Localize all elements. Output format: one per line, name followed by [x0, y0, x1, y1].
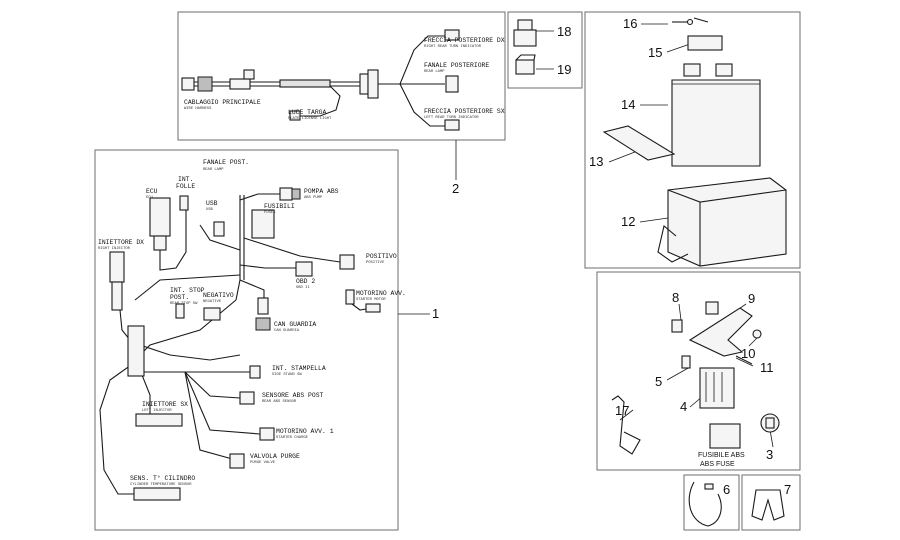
label-fusibile-abs: FUSIBILE ABS: [698, 452, 745, 459]
label-can-guardia-sub: CAN GUARDIA: [274, 329, 300, 333]
callout-17: 17: [615, 403, 629, 418]
label-iniettore-sx: INIETTORE SX: [142, 401, 188, 408]
label-int-folle-2: FOLLE: [176, 183, 195, 190]
label-valvola-sub: PURGE VALVE: [250, 461, 276, 465]
label-iniettore-dx-sub: RIGHT INJECTOR: [98, 247, 131, 251]
label-abs-fuse: ABS FUSE: [700, 461, 735, 468]
label-int-folle: INT.: [178, 176, 193, 183]
label-int-stampella-sub: SIDE STAND SW: [272, 373, 302, 377]
callout-7: 7: [784, 482, 791, 497]
label-motorino-sub: STARTER MOTOR: [356, 298, 386, 302]
callout-15: 15: [648, 45, 662, 60]
callout-19: 19: [557, 62, 571, 77]
label-motorino: MOTORINO AVV.: [356, 290, 406, 297]
label-pompa-abs-sub: ABS PUMP: [304, 196, 323, 200]
relay-drawing: [513, 19, 537, 75]
callout-5: 5: [655, 374, 662, 389]
label-positivo-sub: POSITIVE: [366, 261, 385, 265]
label-sens-cilindro-sub: CYLINDER TEMPERATURE SENSOR: [130, 483, 192, 487]
label-valvola: VALVOLA PURGE: [250, 453, 300, 460]
callout-18: 18: [557, 24, 571, 39]
label-int-stop-sub: REAR STOP SW: [170, 302, 198, 306]
cable-tie-panel: [683, 474, 740, 531]
main-harness-panel: [94, 149, 399, 531]
callout-16: 16: [623, 16, 637, 31]
label-positivo: POSITIVO: [366, 253, 397, 260]
callout-4: 4: [680, 399, 687, 414]
main-harness-drawing: [99, 187, 381, 501]
clip-panel: [741, 474, 801, 531]
label-sensore-abs: SENSORE ABS POST: [262, 392, 324, 399]
label-iniettore-sx-sub: LEFT INJECTOR: [142, 409, 172, 413]
callout-10: 10: [741, 346, 755, 361]
callout-12: 12: [621, 214, 635, 229]
label-ecu-sub: ECU: [146, 196, 154, 200]
label-luce-targa: LUCE TARGA: [288, 109, 327, 116]
label-fusibili: FUSIBILI: [264, 203, 295, 210]
label-int-stop-2: POST.: [170, 294, 189, 301]
callout-14: 14: [621, 97, 635, 112]
fuse-box-drawing: [611, 301, 780, 455]
rear-harness-drawing: [181, 29, 460, 131]
label-fusibili-sub: FUSES: [264, 211, 276, 215]
battery-drawing: [602, 17, 787, 267]
label-pompa-abs: POMPA ABS: [304, 188, 339, 195]
label-fanale-post: FANALE POST.: [203, 159, 249, 166]
label-freccia-dx: FRECCIA POSTERIORE DX: [424, 37, 505, 44]
callout-9: 9: [748, 291, 755, 306]
callout-13: 13: [589, 154, 603, 169]
callout-2: 2: [452, 181, 459, 196]
label-sens-cilindro: SENS. T° CILINDRO: [130, 474, 195, 482]
callout-11: 11: [760, 360, 774, 375]
label-motorino-avv-1: MOTORINO AVV. 1: [276, 428, 334, 435]
label-cablaggio-sub: WIRE HARNESS: [184, 107, 212, 111]
relay-panel: [507, 11, 583, 89]
label-obd: OBD 2: [296, 278, 315, 285]
label-obd-sub: OBD II: [296, 286, 310, 290]
label-negativo: NEGATIVO: [203, 292, 234, 299]
label-usb-sub: USB: [206, 208, 214, 212]
callout-3: 3: [766, 447, 773, 462]
clip-drawing: [751, 489, 785, 521]
label-fanale-post-sub: REAR LAMP: [203, 168, 224, 172]
label-freccia-sx: FRECCIA POSTERIORE SX: [424, 108, 505, 115]
rear-harness-panel: [177, 11, 506, 141]
battery-panel: [584, 11, 801, 269]
fuse-box-panel: [596, 271, 801, 471]
label-cablaggio: CABLAGGIO PRINCIPALE: [184, 99, 261, 106]
callout-6: 6: [723, 482, 730, 497]
cable-tie-drawing: [688, 481, 722, 527]
label-luce-targa-sub: PLATE LICENSE LIGHT: [288, 117, 332, 121]
label-fanale-posteriore-sub: REAR LAMP: [424, 70, 445, 74]
label-can-guardia: CAN GUARDIA: [274, 321, 316, 328]
label-freccia-dx-sub: RIGHT REAR TURN INDICATOR: [424, 45, 482, 49]
label-int-stop: INT. STOP: [170, 287, 205, 294]
callout-1: 1: [432, 306, 439, 321]
label-motorino-avv-1-sub: STARTER CHARGE: [276, 436, 309, 440]
label-freccia-sx-sub: LEFT REAR TURN INDICATOR: [424, 116, 479, 120]
label-iniettore-dx: INIETTORE DX: [98, 239, 144, 246]
callout-8: 8: [672, 290, 679, 305]
label-sensore-abs-sub: REAR ABS SENSOR: [262, 400, 297, 404]
label-int-stampella: INT. STAMPELLA: [272, 365, 326, 372]
label-fanale-posteriore: FANALE POSTERIORE: [424, 62, 489, 69]
label-negativo-sub: NEGATIVE: [203, 300, 222, 304]
label-ecu: ECU: [146, 188, 158, 195]
label-usb: USB: [206, 200, 218, 207]
